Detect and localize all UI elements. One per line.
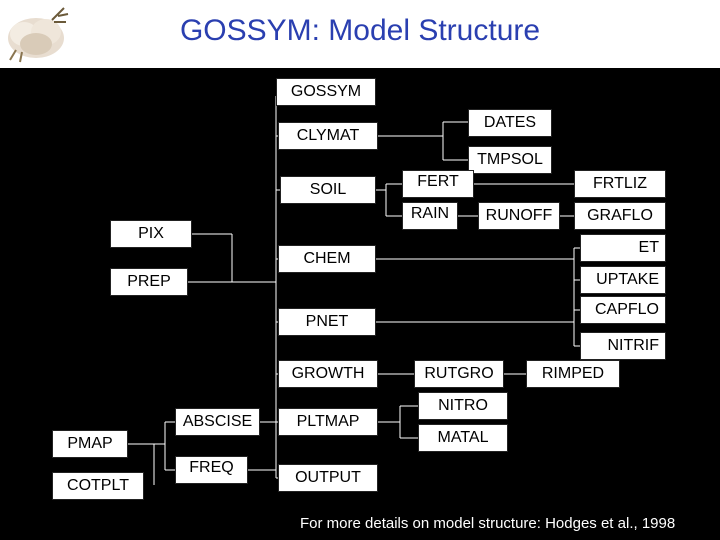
node-pltmap: PLTMAP (278, 408, 378, 436)
node-graflo: GRAFLO (574, 202, 666, 230)
header-banner: GOSSYM: Model Structure (0, 0, 720, 68)
node-output: OUTPUT (278, 464, 378, 492)
cotton-boll-icon (8, 7, 69, 63)
node-uptake: UPTAKE (580, 266, 666, 294)
node-nitro: NITRO (418, 392, 508, 420)
node-frtliz: FRTLIZ (574, 170, 666, 198)
node-prep: PREP (110, 268, 188, 296)
node-pnet: PNET (278, 308, 376, 336)
node-pix: PIX (110, 220, 192, 248)
node-tmpsol: TMPSOL (468, 146, 552, 174)
node-runoff: RUNOFF (478, 202, 560, 230)
node-abscise: ABSCISE (175, 408, 260, 436)
node-pmap: PMAP (52, 430, 128, 458)
node-rutgro: RUTGRO (414, 360, 504, 388)
footnote: For more details on model structure: Hod… (300, 515, 676, 532)
node-capflo: CAPFLO (580, 296, 666, 324)
node-et: ET (580, 234, 666, 262)
node-growth: GROWTH (278, 360, 378, 388)
node-rimped: RIMPED (526, 360, 620, 388)
node-gossym: GOSSYM (276, 78, 376, 106)
node-nitrif: NITRIF (580, 332, 666, 360)
node-dates: DATES (468, 109, 552, 137)
node-matal: MATAL (418, 424, 508, 452)
node-rain: RAIN (402, 202, 458, 230)
node-freq: FREQ (175, 456, 248, 484)
node-chem: CHEM (278, 245, 376, 273)
node-fert: FERT (402, 170, 474, 198)
node-cotplt: COTPLT (52, 472, 144, 500)
node-clymat: CLYMAT (278, 122, 378, 150)
node-soil: SOIL (280, 176, 376, 204)
page-title: GOSSYM: Model Structure (179, 14, 541, 47)
